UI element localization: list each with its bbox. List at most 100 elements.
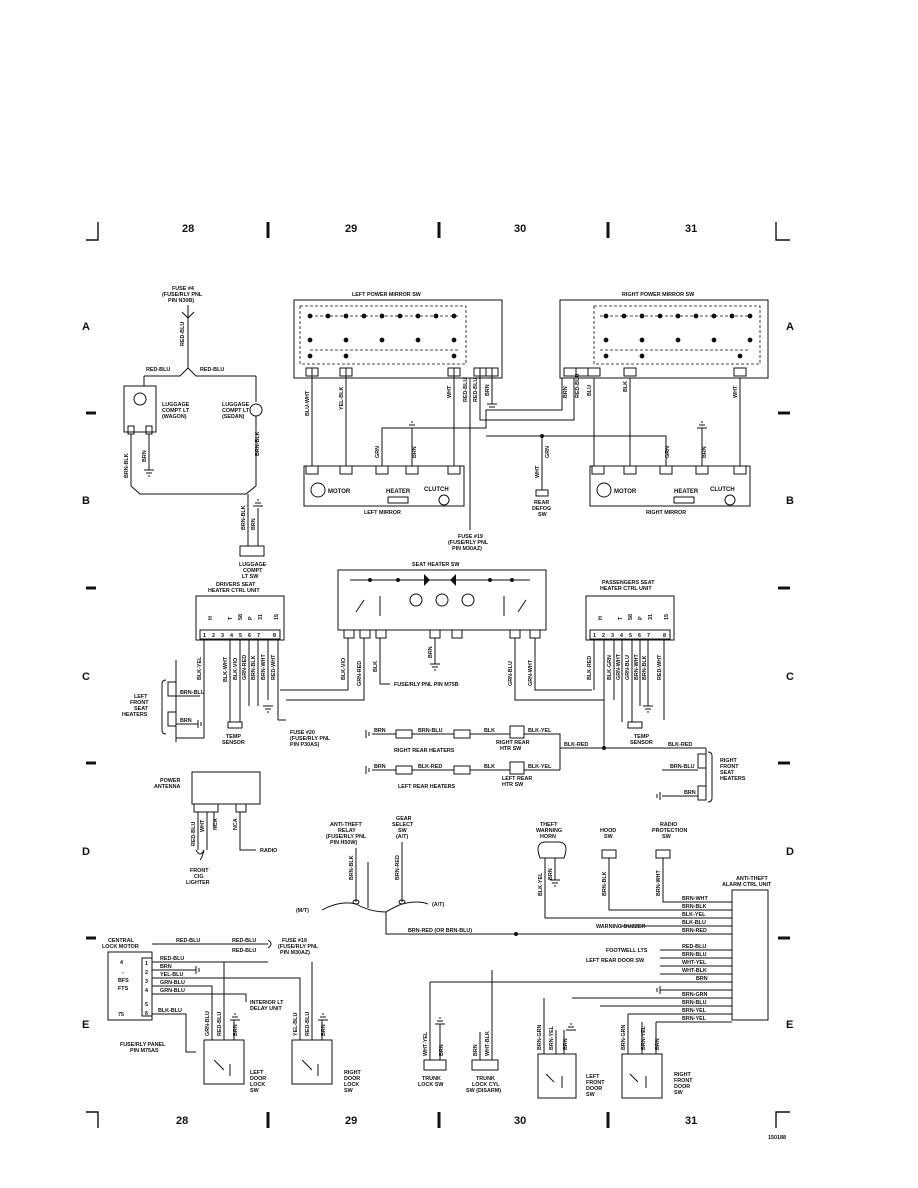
left-mirror: MOTOR HEATER CLUTCH LEFT MIRROR bbox=[303, 465, 465, 516]
gear-select-label: SW bbox=[398, 828, 408, 834]
rear-defog-label: REAR bbox=[534, 500, 549, 506]
wire-label: GRN-WHT bbox=[616, 653, 622, 680]
splice bbox=[602, 746, 606, 750]
wire-label: BLK-GRN bbox=[607, 655, 613, 680]
central-lock-motor: CENTRAL LOCK MOTOR 4 - BFS FTS 75 1 2 3 … bbox=[102, 938, 361, 1094]
heater-element bbox=[395, 729, 413, 739]
temp-sensor-label: SENSOR bbox=[630, 740, 653, 746]
right-front-seat-label: FRONT bbox=[720, 764, 739, 770]
switch-housing bbox=[559, 299, 769, 379]
wire-label: GRN-RED bbox=[357, 661, 363, 686]
radio-label: RADIO bbox=[260, 848, 277, 854]
fuse-m75as-label: FUSE/RLY PANEL bbox=[120, 1042, 166, 1048]
wire-label: BRN-BLK bbox=[349, 855, 355, 880]
wire-label: GRN-RED bbox=[242, 655, 248, 680]
fuse19-label: FUSE #19 bbox=[458, 534, 483, 540]
row-label: B bbox=[82, 495, 90, 507]
corner-mark-top-left bbox=[86, 222, 99, 241]
wire-label: GRN bbox=[665, 446, 671, 458]
wire-label: BRN-BLU bbox=[180, 690, 205, 696]
right-front-seat-label: SEAT bbox=[720, 770, 735, 776]
wire-label: GRN-BLU bbox=[160, 980, 185, 986]
pass-seat-label: PASSENGERS SEAT bbox=[602, 580, 655, 586]
wire-label: YEL-BLK bbox=[339, 387, 345, 410]
terminal: 7 bbox=[257, 633, 260, 639]
theft-horn-label: HORN bbox=[540, 834, 556, 840]
lf-door-label: DOOR bbox=[586, 1086, 602, 1092]
wire-label: BLK-BLU bbox=[682, 920, 706, 926]
wire bbox=[524, 733, 561, 770]
heater-element bbox=[395, 765, 413, 775]
wire bbox=[152, 943, 268, 963]
wire-label: BRN bbox=[428, 646, 434, 658]
trunk-lock-label: LOCK SW bbox=[418, 1082, 444, 1088]
hood-sw-label: HOOD bbox=[600, 828, 616, 834]
power-antenna-label: ANTENNA bbox=[154, 784, 180, 790]
right-front-seat-label: RIGHT bbox=[720, 758, 737, 764]
wire-label: RED-BLU bbox=[682, 944, 706, 950]
wire-label: BRN-BLK bbox=[241, 505, 247, 530]
contacts bbox=[307, 313, 457, 359]
lf-door-label: SW bbox=[586, 1092, 596, 1098]
pin-label: 15 bbox=[664, 614, 670, 620]
connector bbox=[145, 425, 153, 435]
alarm-inputs: THEFT WARNING HORN BLK-YEL BRN HOOD SW B… bbox=[536, 822, 732, 919]
wire-label: WHT bbox=[447, 385, 453, 398]
component-title: RIGHT POWER MIRROR SW bbox=[622, 292, 695, 298]
pin: 4 bbox=[145, 988, 148, 994]
wire-label: RED-BLU bbox=[191, 822, 197, 846]
heater-element bbox=[453, 765, 471, 775]
terminal: 1 bbox=[593, 633, 596, 639]
wire-label: BRN bbox=[563, 386, 569, 398]
terminal: 2 bbox=[212, 633, 215, 639]
wire-label: BRN bbox=[684, 790, 696, 796]
wire-label: BLU bbox=[587, 385, 593, 396]
pass-seat-label: HEATER CTRL UNIT bbox=[600, 586, 652, 592]
wire bbox=[280, 638, 349, 691]
at-label: (A/T) bbox=[432, 902, 444, 908]
radio-prot-label: RADIO bbox=[660, 822, 677, 828]
pin-label: T bbox=[228, 616, 234, 620]
luggage-wagon-label: LUGGAGE bbox=[162, 402, 190, 408]
control-unit bbox=[585, 595, 675, 641]
row-label: D bbox=[82, 846, 90, 858]
side-label: - bbox=[122, 970, 124, 976]
heater-icon bbox=[673, 496, 695, 504]
wire-label: BLK bbox=[484, 764, 495, 770]
terminal: 6 bbox=[638, 633, 641, 639]
switch-contact bbox=[545, 1073, 563, 1088]
terminal: 4 bbox=[230, 633, 233, 639]
antenna-housing bbox=[191, 771, 261, 805]
wire bbox=[152, 1013, 196, 1053]
wire bbox=[197, 812, 256, 851]
front-cig-label: LIGHTER bbox=[186, 880, 210, 886]
terminal: 4 bbox=[620, 633, 623, 639]
column-label: 28 bbox=[182, 223, 194, 235]
component-title: LEFT POWER MIRROR SW bbox=[352, 292, 422, 298]
mirror-housing bbox=[589, 465, 751, 507]
rr-htr-sw-label: RIGHT REAR bbox=[496, 740, 530, 746]
at-relay-label: ANTI-THEFT bbox=[330, 822, 362, 828]
terminal: 3 bbox=[611, 633, 614, 639]
row-label: A bbox=[786, 321, 794, 333]
wire-label: BLK-RED bbox=[418, 764, 442, 770]
left-front-seat-label: HEATERS bbox=[122, 712, 148, 718]
ground-icon bbox=[566, 1023, 576, 1031]
wire-label: WHT bbox=[733, 385, 739, 398]
wire bbox=[381, 378, 563, 466]
temp-sensor-label: TEMP bbox=[226, 734, 241, 740]
rf-door-label: SW bbox=[674, 1090, 684, 1096]
left-door-lock-switch bbox=[203, 1039, 245, 1085]
wire-label: BRN bbox=[142, 450, 148, 462]
pin bbox=[339, 367, 353, 377]
wire-label: WHT bbox=[535, 465, 541, 478]
corner-mark-bottom-left bbox=[86, 1111, 99, 1128]
interior-lt-label: INTERIOR LT bbox=[250, 1000, 284, 1006]
ground-icon bbox=[643, 705, 653, 713]
switch-housing bbox=[293, 299, 503, 379]
wire-label: BRN bbox=[696, 976, 708, 982]
central-lock-label: CENTRAL bbox=[108, 938, 134, 944]
right-rear-htr-switch bbox=[509, 725, 525, 739]
switch-contact bbox=[355, 596, 527, 616]
